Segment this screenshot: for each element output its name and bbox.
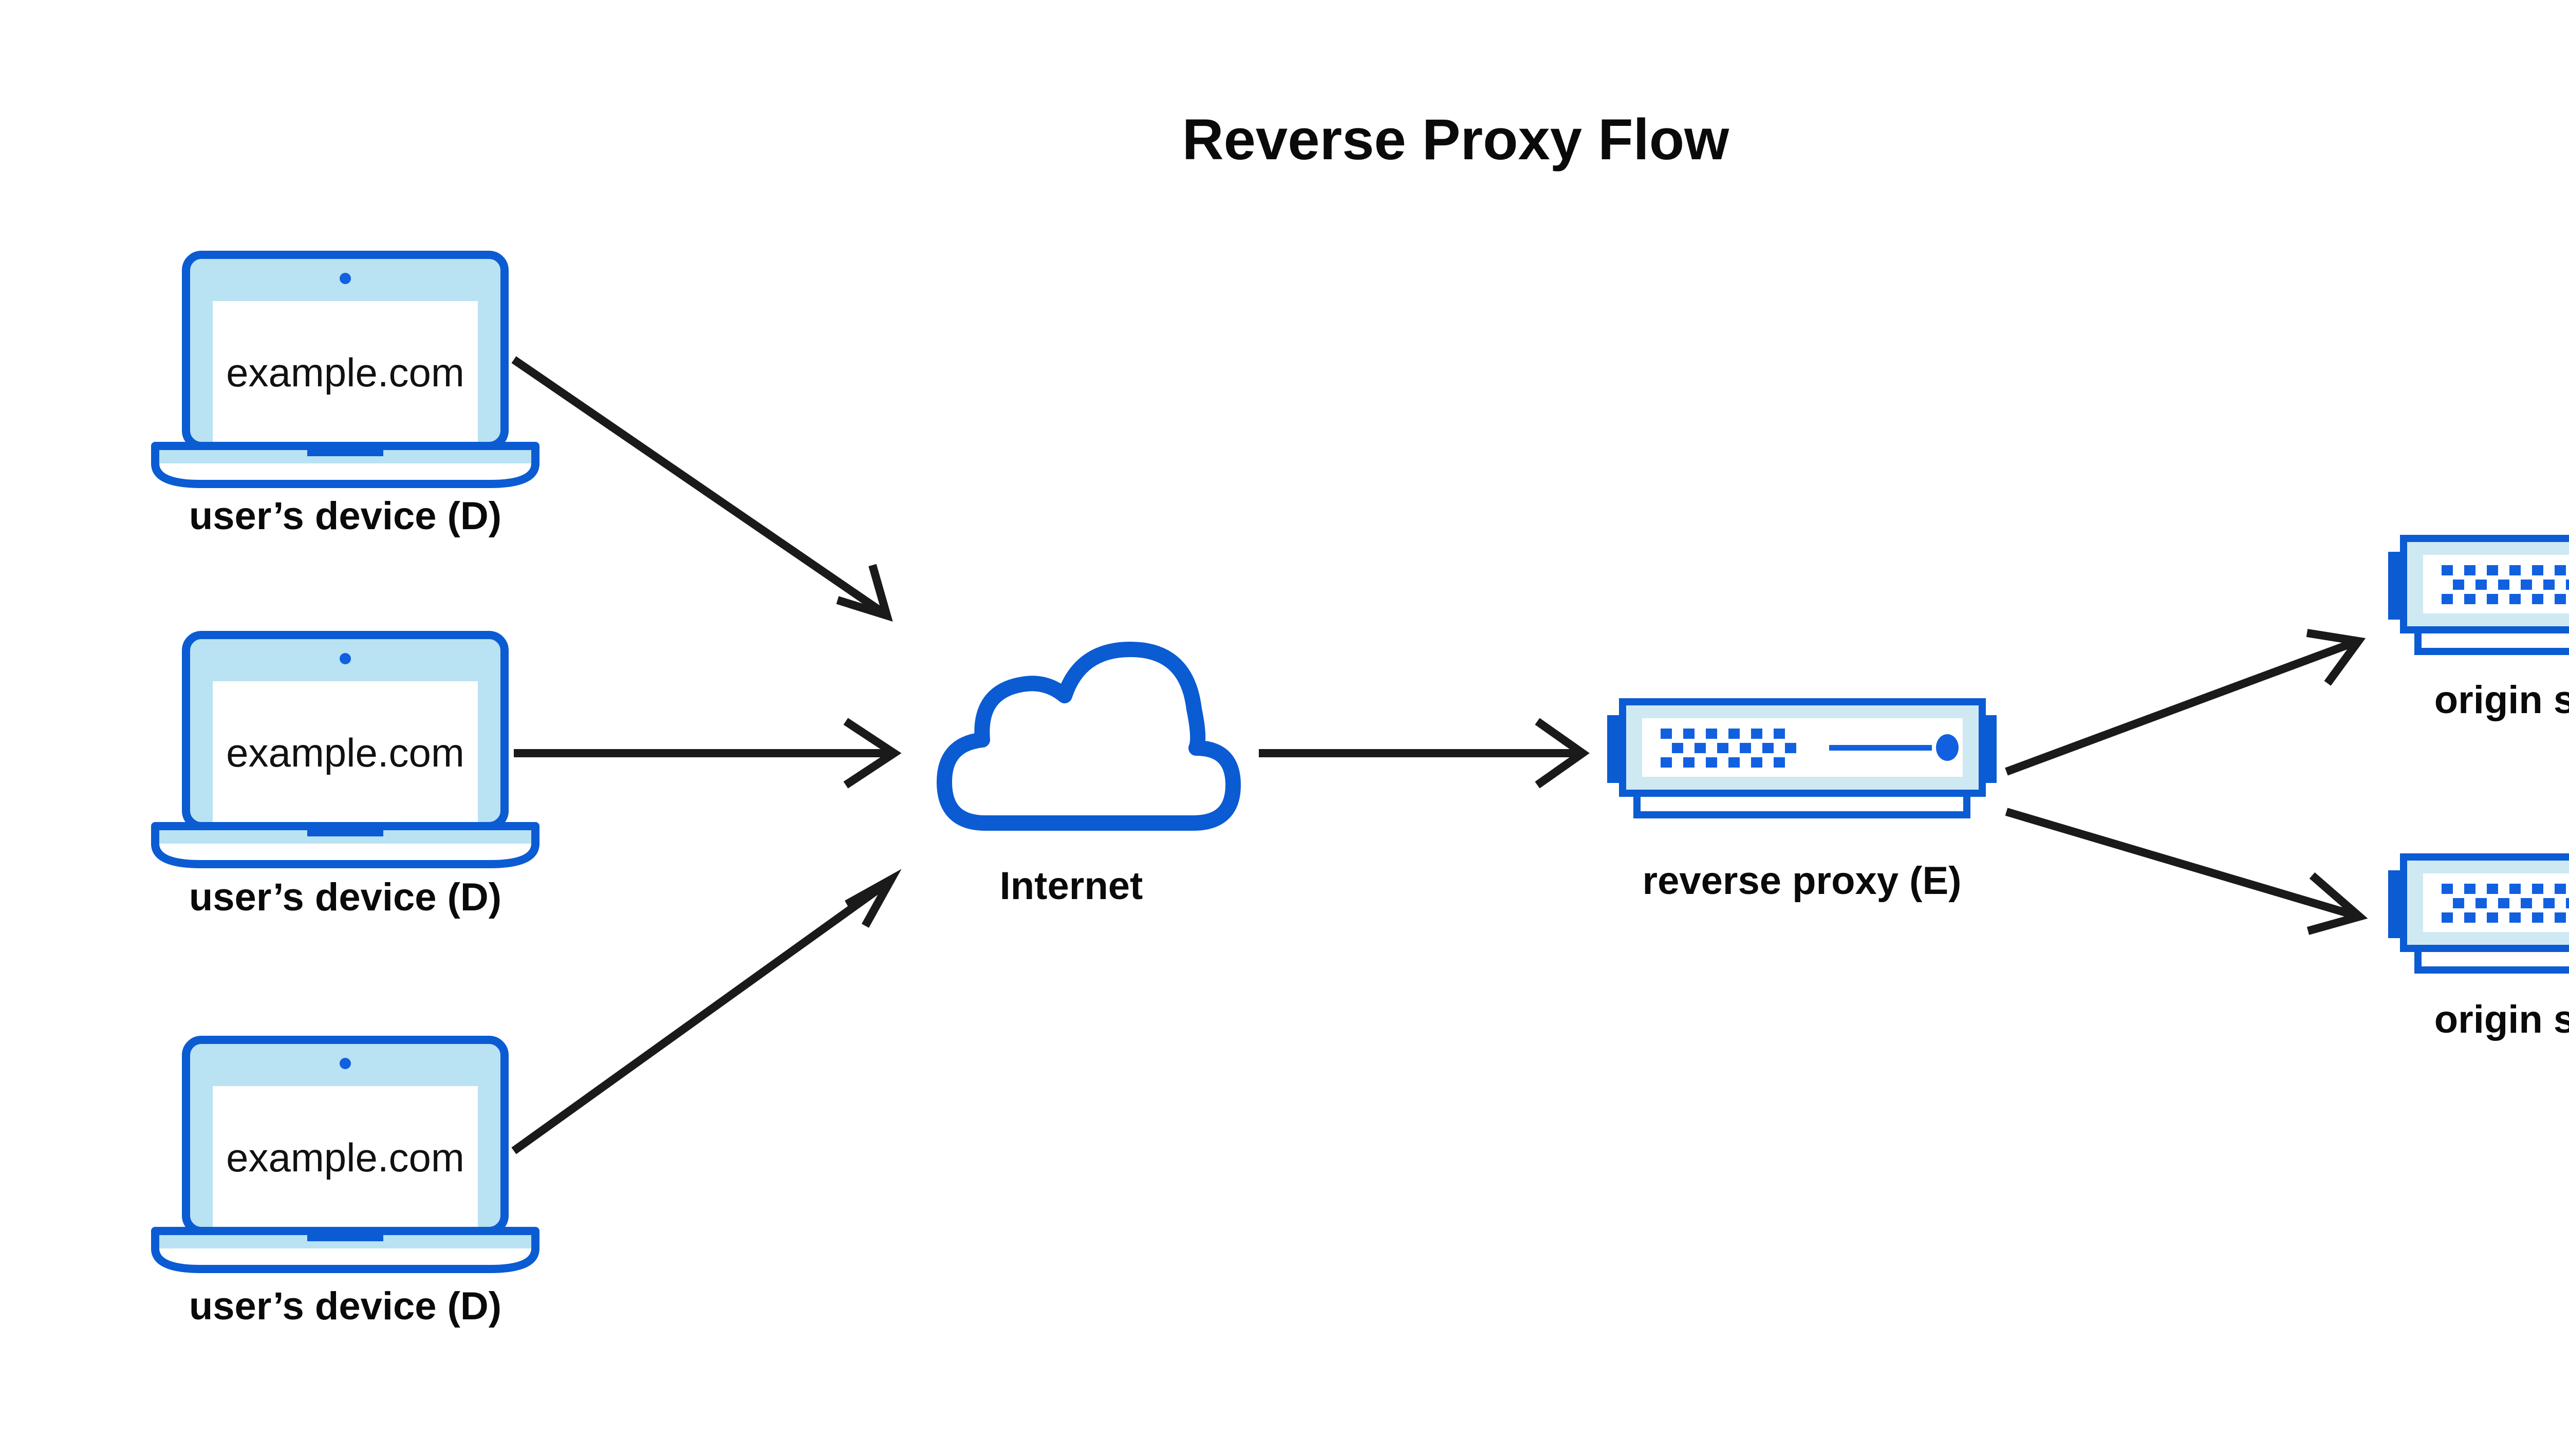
origin-server-label: origin server (F) <box>2434 998 2569 1041</box>
edge-client3-internet <box>511 869 902 1154</box>
node-reverse-proxy[interactable]: reverse proxy (E) <box>1607 702 1997 903</box>
edge-internet-proxy <box>1259 718 1590 789</box>
server-icon <box>1607 702 1997 815</box>
node-origin-2[interactable]: origin server (F) <box>2388 857 2569 1041</box>
page-title: Reverse Proxy Flow <box>1182 107 1729 172</box>
reverse-proxy-label: reverse proxy (E) <box>1643 859 1962 903</box>
node-client-3[interactable]: example.com user’s device (D) <box>155 1040 535 1328</box>
edge-client2-internet <box>514 718 902 789</box>
edge-layer <box>511 356 2368 1154</box>
edge-proxy-origin2 <box>2005 808 2368 935</box>
node-client-1[interactable]: example.com user’s device (D) <box>155 255 535 538</box>
internet-label: Internet <box>1000 864 1143 908</box>
node-internet[interactable]: Internet <box>944 649 1233 908</box>
client-label: user’s device (D) <box>189 494 501 538</box>
client-screen-text: example.com <box>226 730 464 775</box>
client-label: user’s device (D) <box>189 875 501 919</box>
node-origin-1[interactable]: origin server (F) <box>2388 538 2569 722</box>
client-screen-text: example.com <box>226 1135 464 1180</box>
server-icon <box>2388 538 2569 651</box>
client-screen-text: example.com <box>226 350 464 395</box>
node-client-2[interactable]: example.com user’s device (D) <box>155 635 535 919</box>
server-icon <box>2388 857 2569 970</box>
edge-proxy-origin1 <box>2005 629 2366 776</box>
edge-client1-internet <box>511 356 893 622</box>
client-label: user’s device (D) <box>189 1284 501 1328</box>
origin-server-label: origin server (F) <box>2434 678 2569 722</box>
